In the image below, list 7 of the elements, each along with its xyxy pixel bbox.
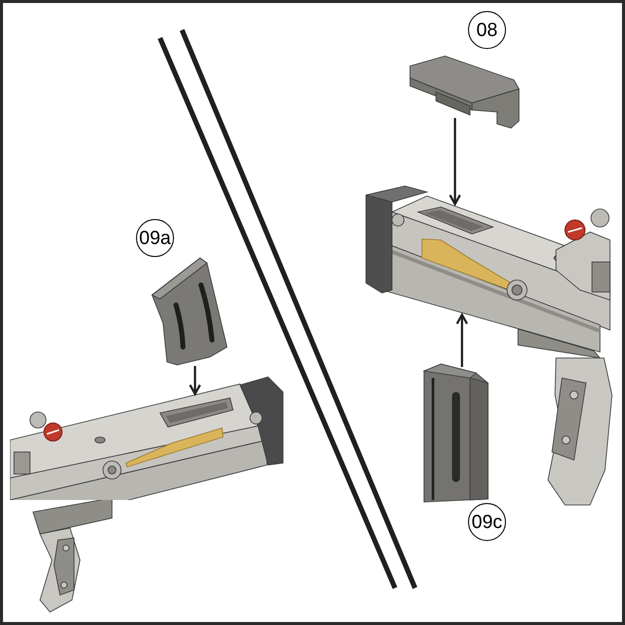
arrow [188, 366, 202, 396]
arrow [448, 118, 462, 206]
callout-number: 09c [468, 503, 506, 541]
rifle-receiver-drawing [10, 374, 286, 500]
callout-number: 09a [136, 219, 174, 257]
arrow [456, 314, 468, 367]
callout-number: 08 [468, 11, 506, 49]
